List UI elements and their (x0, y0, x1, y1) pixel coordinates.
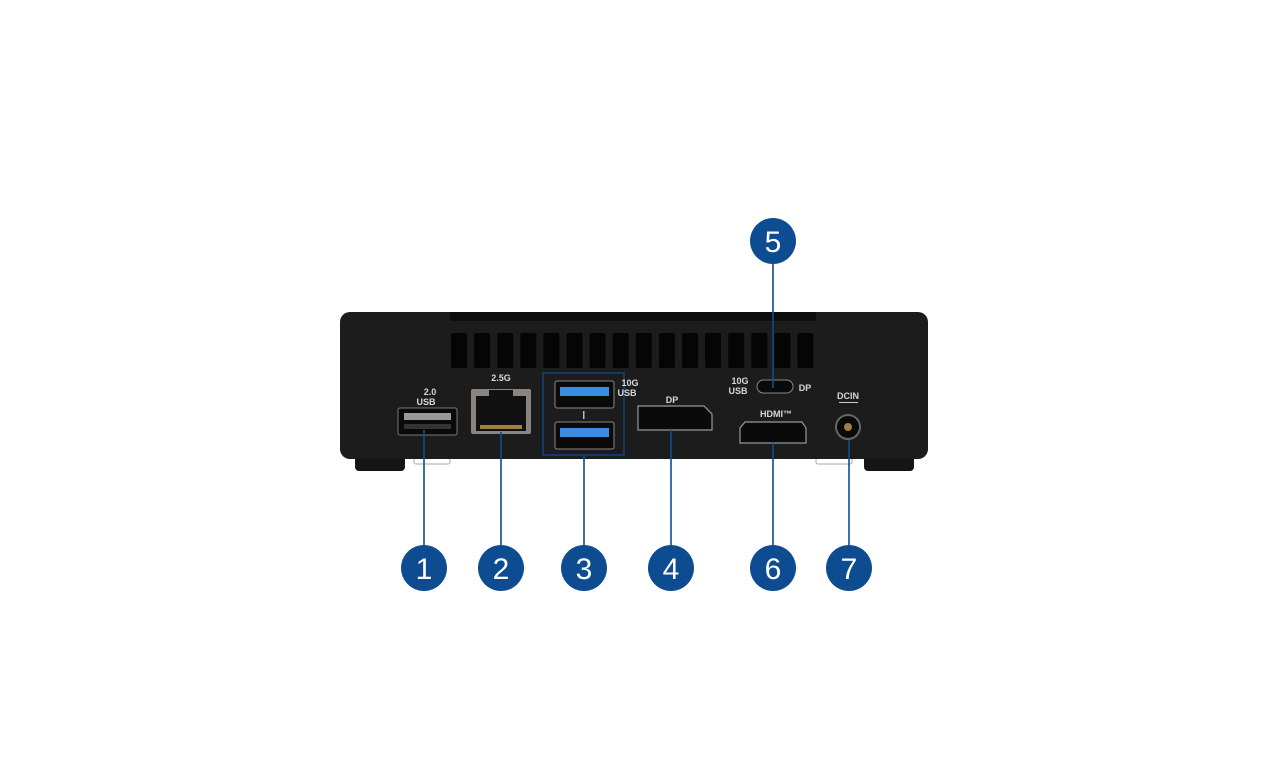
vent-slot (635, 333, 652, 368)
vent-slot (705, 333, 722, 368)
usb2-label-bottom: USB (416, 397, 436, 407)
usbc-label-bottom: USB (728, 386, 748, 396)
vent-slot (566, 333, 583, 368)
vent-slot (658, 333, 675, 368)
usbc-label-top: 10G (731, 376, 748, 386)
callout-1: 1 (401, 430, 447, 591)
callout-number: 1 (416, 553, 433, 586)
vent-slot (774, 333, 791, 368)
callout-number: 3 (576, 553, 593, 586)
usb2-label-top: 2.0 (424, 387, 437, 397)
vent-slot (474, 333, 491, 368)
vent-slot (497, 333, 514, 368)
lid-slot (450, 312, 816, 321)
callouts: 1 2 3 4 5 6 7 (401, 218, 872, 591)
usb2-port (397, 407, 458, 436)
usb3-label-top: 10G (621, 378, 638, 388)
callout-badge (826, 545, 872, 591)
callout-badge (648, 545, 694, 591)
dc-symbol (839, 402, 858, 403)
lan-port (471, 389, 531, 434)
callout-number: 7 (841, 553, 858, 586)
vent-slot (797, 333, 814, 368)
callout-7: 7 (826, 440, 872, 591)
dp-label: DP (666, 395, 679, 405)
callout-badge (750, 545, 796, 591)
callout-number: 4 (663, 553, 680, 586)
callout-3: 3 (561, 455, 607, 591)
callout-4: 4 (648, 430, 694, 591)
callout-badge (561, 545, 607, 591)
vent-slot (612, 333, 629, 368)
usb-c-port (756, 379, 794, 394)
callout-number: 2 (493, 553, 510, 586)
callout-number: 5 (765, 226, 782, 259)
vent-slot (682, 333, 698, 368)
callout-number: 6 (765, 553, 782, 586)
usb3-divider (583, 411, 585, 419)
callout-6: 6 (750, 443, 796, 591)
callout-badge (401, 545, 447, 591)
vent-slot (728, 333, 745, 368)
usbc-dp-label: DP (799, 383, 812, 393)
callout-badge (478, 545, 524, 591)
vent-slot (589, 333, 606, 368)
usb3-port-top (554, 380, 615, 409)
hdmi-label: HDMI™ (760, 409, 792, 419)
callout-badge (750, 218, 796, 264)
vent-grille (451, 333, 814, 368)
callout-2: 2 (478, 432, 524, 591)
displayport-port (637, 405, 713, 431)
dcin-label: DCIN (837, 391, 859, 401)
usb3-label-bottom: USB (617, 388, 637, 398)
vent-slot (520, 333, 537, 368)
callout-5: 5 (750, 218, 796, 388)
usb3-port-bottom (554, 421, 615, 450)
vent-slot (751, 333, 768, 368)
vent-slot (543, 333, 560, 368)
hdmi-port (739, 421, 807, 444)
dc-in-port (835, 414, 861, 440)
vent-slot (451, 333, 467, 368)
lan-label: 2.5G (491, 373, 511, 383)
